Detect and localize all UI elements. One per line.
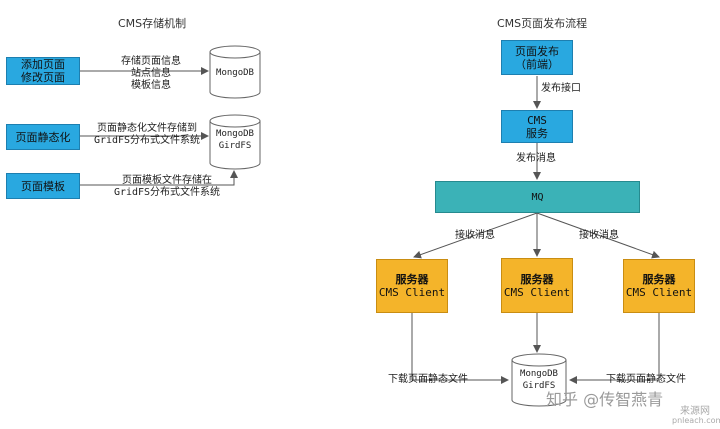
box-mq-text: MQ: [531, 191, 544, 203]
label-send-message: 发布消息: [516, 153, 556, 164]
label-store-page-info-line1: 存储页面信息: [121, 56, 181, 67]
watermark-logo: 来源网: [680, 406, 710, 417]
box-page-publish: 页面发布 （前端）: [501, 40, 573, 75]
label-store-page-info-line2: 站点信息: [131, 68, 171, 79]
box-page-template: 页面模板: [6, 173, 80, 199]
box-client-left-line1: 服务器: [395, 273, 429, 286]
box-cms-service-line1: CMS: [527, 113, 547, 127]
box-page-static-text: 页面静态化: [15, 130, 71, 144]
label-receive-left: 接收消息: [455, 230, 495, 241]
box-add-modify-page-line2: 修改页面: [21, 71, 65, 84]
label-static-files-line2: GridFS分布式文件系统: [93, 135, 201, 146]
label-publish-api: 发布接口: [541, 83, 581, 94]
arrow-box3-to-db: [80, 170, 238, 186]
label-download-right: 下载页面静态文件: [606, 374, 686, 385]
db-mongodb-girdfs-line1: MongoDB: [216, 129, 254, 139]
box-client-mid-line1: 服务器: [520, 272, 554, 286]
label-template-files-line2: GridFS分布式文件系统: [113, 187, 221, 198]
box-page-static: 页面静态化: [6, 124, 80, 150]
box-add-modify-page: 添加页面 修改页面: [6, 57, 80, 85]
box-client-left-line2: CMS Client: [378, 286, 446, 299]
arrow-client-left-to-db: [411, 313, 509, 384]
db-right-line2: GirdFS: [522, 381, 556, 391]
db-mongodb-girdfs-label: MongoDB GirdFS: [210, 126, 260, 154]
arrow-mq-to-client-right: [536, 212, 660, 259]
arrow-mq-to-client-left: [413, 212, 538, 259]
box-page-publish-line2: （前端）: [515, 57, 559, 71]
box-client-mid: 服务器 CMS Client: [501, 258, 573, 313]
box-add-modify-page-line1: 添加页面: [21, 58, 65, 71]
box-client-right-line2: CMS Client: [625, 286, 693, 299]
watermark-zhihu: 知乎 @传智燕青: [546, 390, 664, 409]
label-static-files: 页面静态化文件存储到 GridFS分布式文件系统: [88, 123, 206, 147]
db-right-label: MongoDB GirdFS: [512, 366, 566, 394]
box-page-template-text: 页面模板: [21, 179, 65, 193]
db-cylinder-mongodb: [209, 45, 261, 99]
watermark-site: pnleach.com: [672, 416, 720, 425]
box-page-publish-line1: 页面发布: [515, 44, 559, 58]
box-client-left: 服务器 CMS Client: [376, 259, 448, 313]
db-mongodb-text: MongoDB: [216, 68, 254, 78]
box-client-right-line1: 服务器: [642, 273, 676, 286]
box-client-mid-line2: CMS Client: [503, 285, 571, 299]
label-receive-right: 接收消息: [579, 230, 619, 241]
label-template-files: 页面模板文件存储在 GridFS分布式文件系统: [108, 175, 226, 199]
label-template-files-line1: 页面模板文件存储在: [122, 175, 212, 186]
box-mq: MQ: [435, 181, 640, 213]
label-static-files-line1: 页面静态化文件存储到: [97, 123, 197, 134]
label-store-page-info-line3: 模板信息: [131, 80, 171, 91]
label-download-left: 下载页面静态文件: [388, 374, 468, 385]
label-store-page-info: 存储页面信息 站点信息 模板信息: [108, 56, 194, 92]
box-client-right: 服务器 CMS Client: [623, 259, 695, 313]
db-mongodb-label: MongoDB: [210, 60, 260, 86]
db-cylinder-mongodb-girdfs: [209, 114, 261, 170]
right-title: CMS页面发布流程: [497, 17, 588, 30]
db-cylinder-right-girdfs: [511, 353, 567, 407]
db-mongodb-girdfs-line2: GirdFS: [218, 141, 252, 151]
box-cms-service-line2: 服务: [526, 126, 548, 140]
box-cms-service: CMS 服务: [501, 110, 573, 143]
arrow-client-right-to-db: [569, 313, 660, 384]
left-title: CMS存储机制: [118, 17, 187, 30]
db-right-line1: MongoDB: [520, 369, 558, 379]
